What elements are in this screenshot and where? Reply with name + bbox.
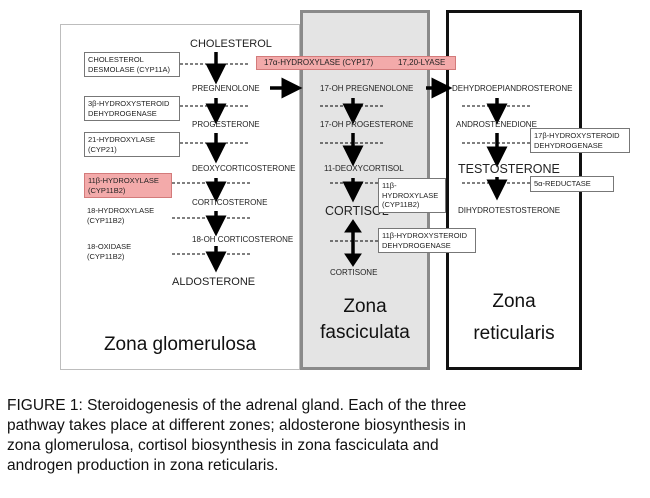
enzyme-11b-hydroxylase-highlighted: 11β-HYDROXYLASE (CYP11B2) [84,173,172,198]
cyp17-lyase-label: 17,20-LYASE [398,58,446,67]
caption-line-1: FIGURE 1: Steroidogenesis of the adrenal… [7,397,467,414]
fasciculata-arrows [342,98,364,267]
enzyme-cyp21: 21-HYDROXYLASE (CYP21) [84,132,180,157]
cyp17-banner [256,56,456,70]
17-oh-pregnenolone-label: 17-OH PREGNENOLONE [320,84,414,93]
enzyme-3b-hsd: 3β-HYDROXYSTEROID DEHYDROGENASE [84,96,180,121]
deoxycorticosterone-label: DEOXYCORTICOSTERONE [192,164,296,173]
caption-line-2: pathway takes place at different zones; … [7,417,466,434]
zona-glomerulosa-label: Zona glomerulosa [103,334,257,355]
17-oh-progesterone-label: 17-OH PROGESTERONE [320,120,414,129]
corticosterone-label: CORTICOSTERONE [192,198,268,207]
progesterone-label: PROGESTERONE [192,120,260,129]
enzyme-18-hydroxylase: 18-HYDROXYLASE (CYP11B2) [87,206,155,225]
cortisone-label: CORTISONE [330,268,378,277]
zona-fasciculata-label: Zona fasciculata [320,296,410,343]
aldosterone-label: ALDOSTERONE [172,276,256,288]
cholesterol-label: CHOLESTEROL [190,38,272,50]
testosterone-label: TESTOSTERONE [458,162,560,176]
enzyme-11b-hsd: 11β-HYDROXYSTEROID DEHYDROGENASE [378,228,476,253]
dihydrotestosterone-label: DIHYDROTESTOSTERONE [458,206,561,215]
cortisol-label: CORTISOL [325,204,389,218]
caption-line-3: zona glomerulosa, cortisol biosynthesis … [7,437,439,454]
enzyme-cyp11a: CHOLESTEROL DESMOLASE (CYP11A) [84,52,180,77]
enzyme-18-oxidase: 18-OXIDASE (CYP11B2) [87,242,132,261]
enzyme-5a-reductase: 5α-REDUCTASE [530,176,614,192]
enzyme-connectors [172,63,530,255]
11-deoxycortisol-label: 11-DEOXYCORTISOL [324,164,404,173]
figure-caption: FIGURE 1: Steroidogenesis of the adrenal… [7,396,637,476]
oh-corticosterone-label: 18-OH CORTICOSTERONE [192,235,294,244]
pregnenolone-label: PREGNENOLONE [192,84,260,93]
androstenedione-label: ANDROSTENEDIONE [456,120,537,129]
zona-reticularis-label: Zona reticularis [473,291,555,344]
enzyme-17b-hsd: 17β-HYDROXYSTEROID DEHYDROGENASE [530,128,630,153]
enzyme-11b-hydroxylase-fasciculata: 11β- HYDROXYLASE (CYP11B2) [378,178,446,213]
caption-line-4: androgen production in zona reticularis. [7,457,279,474]
dhea-label: DEHYDROEPIANDROSTERONE [452,84,573,93]
cyp17-hydroxylase-label: 17α-HYDROXYLASE (CYP17) [264,58,374,67]
